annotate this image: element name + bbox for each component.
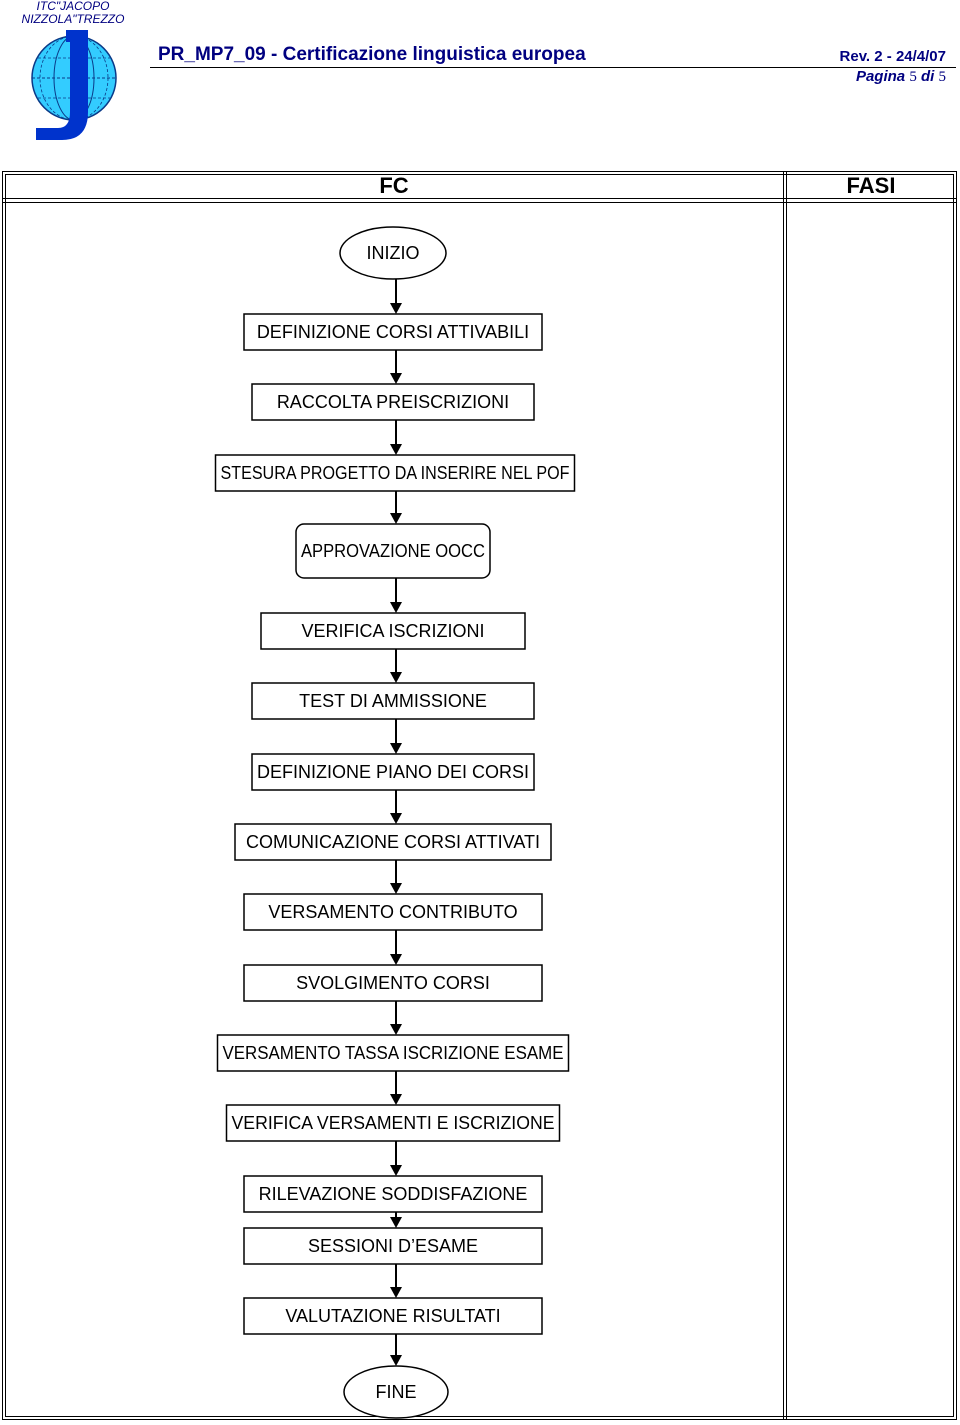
school-logo-text: ITC"JACOPO NIZZOLA"TREZZO	[0, 0, 146, 26]
flow-node: INIZIO	[339, 226, 447, 280]
flow-node-label: SVOLGIMENTO CORSI	[296, 973, 490, 993]
arrowhead-icon	[390, 513, 402, 524]
process-box	[243, 313, 543, 351]
flow-node: VERIFICA VERSAMENTI E ISCRIZIONE	[225, 1104, 561, 1142]
process-box	[216, 1034, 570, 1072]
arrowhead-icon	[390, 1024, 402, 1035]
flow-node: VERSAMENTO CONTRIBUTO	[243, 893, 543, 931]
phases-table-frame	[2, 171, 957, 1420]
terminal-ellipse	[343, 1365, 449, 1419]
connector-arrow	[390, 420, 402, 455]
page-number: 5	[909, 69, 917, 85]
connector-arrow	[390, 1141, 402, 1176]
arrowhead-icon	[390, 303, 402, 314]
decision-box	[295, 523, 491, 579]
arrowhead-icon	[390, 1355, 402, 1366]
connector-arrow	[390, 1001, 402, 1035]
connector-arrow	[390, 1071, 402, 1105]
flow-node-label: SESSIONI D’ESAME	[308, 1236, 478, 1256]
flow-node: DEFINIZIONE PIANO DEI CORSI	[251, 753, 535, 791]
connector-arrow	[390, 491, 402, 524]
column-header-fasi: FASI	[846, 173, 896, 198]
connector-arrow	[390, 1334, 402, 1366]
revision-label: Rev. 2 - 24/4/07	[839, 48, 946, 65]
arrowhead-icon	[390, 1217, 402, 1228]
flow-node-label: TEST DI AMMISSIONE	[299, 691, 487, 711]
connector-arrow	[390, 719, 402, 754]
connector-arrow	[390, 578, 402, 613]
school-logo-globe-icon	[31, 30, 117, 140]
process-box	[225, 1104, 561, 1142]
arrowhead-icon	[390, 1094, 402, 1105]
connector-arrow	[390, 790, 402, 824]
flow-node: VERIFICA ISCRIZIONI	[260, 612, 526, 650]
flow-node: SESSIONI D’ESAME	[243, 1227, 543, 1265]
flow-node: DEFINIZIONE CORSI ATTIVABILI	[243, 313, 543, 351]
flow-node-label: VERIFICA ISCRIZIONI	[301, 621, 484, 641]
flow-node-label: APPROVAZIONE OOCC	[301, 541, 485, 561]
connector-arrow	[390, 1212, 402, 1228]
flow-node: STESURA PROGETTO DA INSERIRE NEL POF	[214, 454, 576, 492]
process-box	[243, 1227, 543, 1265]
connector-arrow	[390, 930, 402, 965]
logo-line-2: NIZZOLA"TREZZO	[21, 12, 125, 26]
flow-node-label: VERSAMENTO TASSA ISCRIZIONE ESAME	[223, 1043, 564, 1063]
flow-node: SVOLGIMENTO CORSI	[243, 964, 543, 1002]
process-box	[243, 893, 543, 931]
process-box	[243, 1175, 543, 1213]
process-box	[260, 612, 526, 650]
flow-node-label: COMUNICAZIONE CORSI ATTIVATI	[246, 832, 540, 852]
flow-node: FINE	[343, 1365, 449, 1419]
flow-node-label: VERSAMENTO CONTRIBUTO	[268, 902, 517, 922]
process-box	[243, 1297, 543, 1335]
flow-node-label: STESURA PROGETTO DA INSERIRE NEL POF	[221, 463, 570, 483]
process-box	[243, 964, 543, 1002]
connector-arrow	[390, 649, 402, 683]
flow-node: RACCOLTA PREISCRIZIONI	[251, 383, 535, 421]
process-box	[234, 823, 552, 861]
column-header-fc: FC	[379, 173, 409, 198]
flow-node: VERSAMENTO TASSA ISCRIZIONE ESAME	[216, 1034, 570, 1072]
flow-node-label: RILEVAZIONE SODDISFAZIONE	[259, 1184, 528, 1204]
arrowhead-icon	[390, 813, 402, 824]
flow-node-label: RACCOLTA PREISCRIZIONI	[277, 392, 509, 412]
arrowhead-icon	[390, 602, 402, 613]
process-box	[251, 383, 535, 421]
logo-line-1: ITC"JACOPO	[36, 0, 110, 13]
document-title: PR_MP7_09 - Certificazione linguistica e…	[158, 44, 586, 65]
flow-node-label: FINE	[375, 1382, 416, 1402]
flow-node: APPROVAZIONE OOCC	[295, 523, 491, 579]
flow-node-label: VERIFICA VERSAMENTI E ISCRIZIONE	[232, 1113, 555, 1133]
page-of-word: di	[920, 68, 935, 85]
connector-arrow	[390, 350, 402, 384]
page-word: Pagina	[855, 68, 906, 85]
flow-node-label: INIZIO	[367, 243, 420, 263]
terminal-ellipse	[339, 226, 447, 280]
connector-arrow	[390, 1264, 402, 1298]
flow-node: VALUTAZIONE RISULTATI	[243, 1297, 543, 1335]
arrowhead-icon	[390, 954, 402, 965]
flow-node: RILEVAZIONE SODDISFAZIONE	[243, 1175, 543, 1213]
arrowhead-icon	[390, 672, 402, 683]
flow-node-label: DEFINIZIONE CORSI ATTIVABILI	[257, 322, 529, 342]
arrowhead-icon	[390, 444, 402, 455]
process-box	[251, 682, 535, 720]
arrowhead-icon	[390, 373, 402, 384]
flow-node-label: DEFINIZIONE PIANO DEI CORSI	[257, 762, 529, 782]
flow-node-label: VALUTAZIONE RISULTATI	[285, 1306, 500, 1326]
arrowhead-icon	[390, 1287, 402, 1298]
process-box	[214, 454, 576, 492]
page-total: 5	[938, 69, 947, 85]
arrowhead-icon	[390, 883, 402, 894]
connector-arrow	[390, 279, 402, 314]
page-indicator: Pagina 5 di 5	[856, 68, 946, 86]
arrowhead-icon	[390, 1165, 402, 1176]
flow-node: TEST DI AMMISSIONE	[251, 682, 535, 720]
flow-node: COMUNICAZIONE CORSI ATTIVATI	[234, 823, 552, 861]
arrowhead-icon	[390, 743, 402, 754]
header-divider	[150, 67, 956, 68]
connector-arrow	[390, 860, 402, 894]
process-box	[251, 753, 535, 791]
